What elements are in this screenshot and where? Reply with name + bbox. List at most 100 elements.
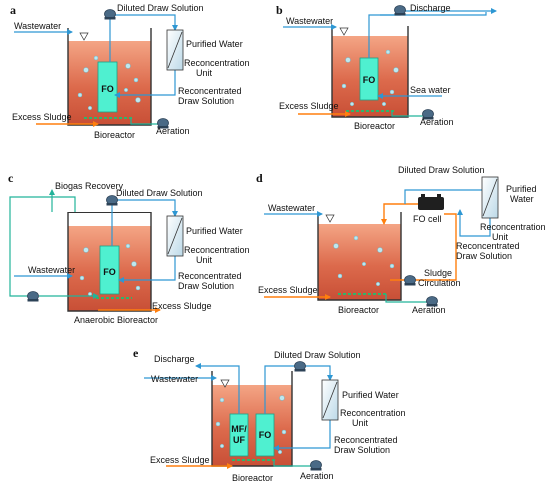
panel-e-air-line: [273, 460, 316, 467]
panel-b-letter: b: [276, 3, 283, 17]
panel-b-aeration-label: Aeration: [420, 117, 454, 127]
panel-d-sludge-label-2: Circulation: [418, 278, 461, 288]
panel-b: b FO Wastewater Discharge Sea water Exce…: [276, 3, 497, 131]
panel-d-letter: d: [256, 171, 263, 185]
panel-d-fo-cell-knob-1: [421, 194, 425, 197]
panel-e-reconc-diagonal: [322, 381, 338, 419]
panel-a-excess-label: Excess Sludge: [12, 112, 72, 122]
panel-a-fo-module: [97, 61, 118, 113]
panel-b-bubbles: [341, 49, 399, 107]
panel-c-diluted-label: Diluted Draw Solution: [116, 188, 203, 198]
panel-e-pump-top: [294, 361, 306, 372]
panel-d-purified-label-2: Water: [510, 194, 534, 204]
panel-a-air-line: [130, 118, 163, 125]
panel-c-biogas-loop: [9, 196, 76, 297]
panel-d-sludge-label-1: Sludge: [424, 268, 452, 278]
panel-d-tank: [317, 212, 402, 301]
panel-a-purified-label: Purified Water: [186, 39, 243, 49]
panel-d-reconc-draw-label-1: Reconcentrated: [456, 241, 520, 251]
panel-e-mfuf-label-1: MF/: [231, 424, 247, 434]
panel-a-water-level-icon: [79, 32, 89, 41]
panel-a-reconc-diagonal: [167, 31, 183, 69]
panel-d-bubbles: [333, 235, 395, 287]
panel-e: e MF/ UF FO Discharge Wastewater Diluted…: [133, 346, 406, 483]
panel-e-excess-label: Excess Sludge: [150, 455, 210, 465]
panel-a-reconc-draw-label-2: Draw Solution: [178, 96, 234, 106]
panel-d-fo-cell-label: FO cell: [413, 214, 442, 224]
panel-e-water-level-icon: [220, 379, 230, 388]
panel-a: a FO Wastewater Diluted Draw Solution Pu…: [10, 3, 250, 140]
panel-a-reconc-line: [114, 70, 176, 98]
panel-d-pump-sludge: [404, 275, 416, 286]
panel-b-air-line: [391, 111, 428, 117]
panel-a-tank: [67, 28, 152, 126]
panel-c-fo-module: [99, 245, 120, 295]
panel-b-fo-label: FO: [363, 75, 376, 85]
panel-d-wastewater-label: Wastewater: [268, 203, 315, 213]
panel-a-diluted-label: Diluted Draw Solution: [117, 3, 204, 13]
panel-d-reconc-unit-label-1: Reconcentration: [480, 222, 546, 232]
panel-e-reconc-unit-label-1: Reconcentration: [340, 408, 406, 418]
panel-b-discharge-line: [368, 12, 487, 58]
panel-d-water-level-icon: [325, 214, 335, 223]
panel-d-reconc-line: [457, 209, 491, 237]
panel-c-biogas-label: Biogas Recovery: [55, 181, 124, 191]
panel-d-fo-cell-knob-2: [437, 194, 441, 197]
panel-c-reconc-unit-label-1: Reconcentration: [184, 245, 250, 255]
panel-e-discharge-line: [195, 363, 240, 414]
panel-a-wastewater-label: Wastewater: [14, 21, 61, 31]
panel-b-excess-label: Excess Sludge: [279, 101, 339, 111]
panel-c-purified-label: Purified Water: [186, 226, 243, 236]
panel-c-lid-line: [68, 212, 151, 213]
panel-c-excess-label: Excess Sludge: [152, 301, 212, 311]
panel-b-reactor-label: Bioreactor: [354, 121, 395, 131]
panel-d-fo-cell: [418, 197, 444, 210]
panel-a-pump-top: [104, 9, 116, 20]
panel-e-tank: [211, 371, 293, 467]
panel-a-fo-label: FO: [101, 84, 114, 94]
panel-e-reconc-line: [273, 420, 331, 451]
panel-c-bubbles: [79, 243, 141, 297]
panel-e-aeration-label: Aeration: [300, 471, 334, 481]
panel-a-reconc-draw-label-1: Reconcentrated: [178, 86, 242, 96]
panel-c-fo-label: FO: [103, 267, 116, 277]
panel-c: c FO Biogas Recovery Diluted Draw Soluti…: [8, 171, 250, 325]
panel-b-water-level-icon: [339, 27, 349, 36]
panel-c-reconc-diagonal: [167, 217, 183, 255]
panel-a-bubbles: [77, 55, 141, 111]
panel-d-reconc-unit-label-2: Unit: [492, 232, 509, 242]
panel-a-diluted-line: [109, 14, 178, 62]
panel-a-reactor-label: Bioreactor: [94, 130, 135, 140]
panel-c-reconc-line: [118, 256, 176, 283]
panel-a-reconc-unit-label-1: Reconcentration: [184, 58, 250, 68]
panel-d-purified-label-1: Purified: [506, 184, 537, 194]
panel-d-sludge-in: [381, 203, 418, 225]
panel-a-reconc-unit-label-2: Unit: [196, 68, 213, 78]
panel-c-reconc-draw-label-1: Reconcentrated: [178, 271, 242, 281]
panel-e-diluted-label: Diluted Draw Solution: [274, 350, 361, 360]
panel-d-tank-liquid: [318, 224, 401, 300]
panel-e-wastewater-label: Wastewater: [151, 374, 198, 384]
panel-e-letter: e: [133, 346, 139, 360]
panel-d-sludge-return: [390, 213, 457, 281]
panel-c-pump-gas: [27, 291, 39, 302]
panel-e-bubbles: [215, 395, 287, 455]
panel-b-wastewater-label: Wastewater: [286, 16, 333, 26]
panel-d-air-line: [385, 294, 432, 303]
panel-d-diluted-line: [404, 177, 491, 204]
panel-e-pump-air: [310, 460, 322, 471]
panel-e-discharge-label: Discharge: [154, 354, 195, 364]
panel-d: d Diluted Draw Solution Purified Water F…: [256, 165, 546, 315]
panel-d-excess-label: Excess Sludge: [258, 285, 318, 295]
panel-c-wastewater-label: Wastewater: [28, 265, 75, 275]
panel-c-reconc-unit-label-2: Unit: [196, 255, 213, 265]
panel-d-reconc-diagonal: [482, 178, 498, 217]
panel-e-fo-label: FO: [259, 430, 272, 440]
panel-a-letter: a: [10, 3, 16, 17]
panel-a-aeration-label: Aeration: [156, 126, 190, 136]
panel-e-reconc-draw-label-1: Reconcentrated: [334, 435, 398, 445]
panel-e-mfuf-label-2: UF: [233, 435, 245, 445]
panel-d-diluted-label: Diluted Draw Solution: [398, 165, 485, 175]
panel-c-letter: c: [8, 171, 14, 185]
